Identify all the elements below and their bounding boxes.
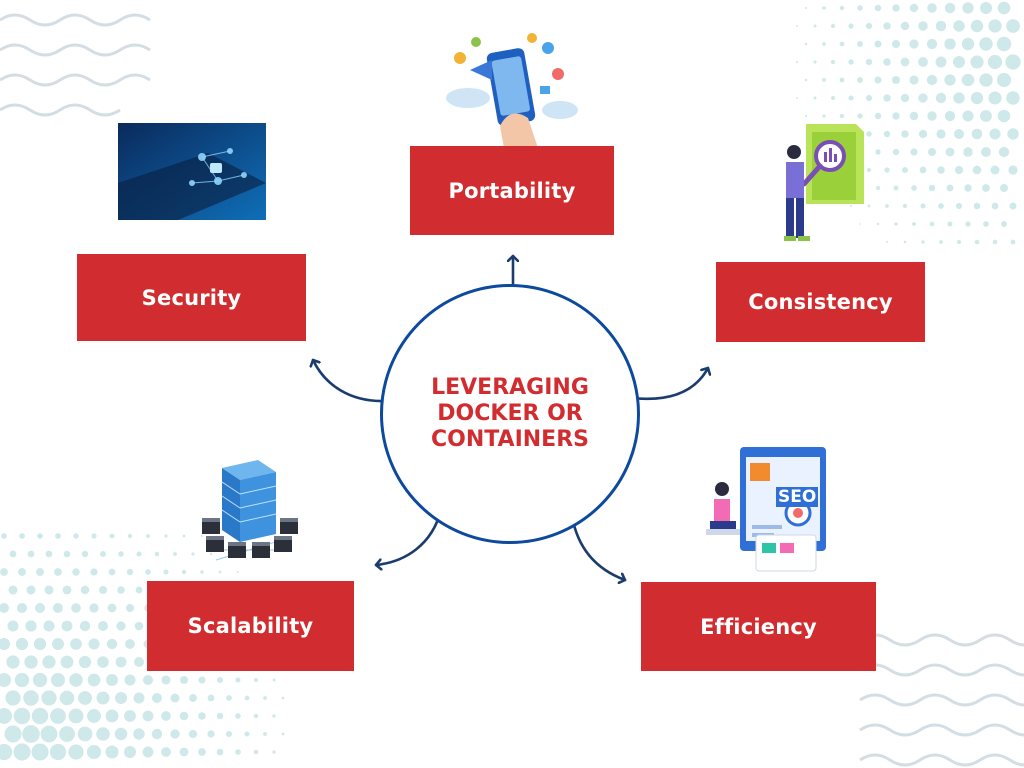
center-hub: LEVERAGING DOCKER OR CONTAINERS — [380, 284, 640, 544]
node-portability: Portability — [410, 146, 614, 235]
node-scalability-label: Scalability — [187, 614, 314, 638]
efficiency-seo-illustration: SEO — [700, 443, 830, 575]
node-consistency-label: Consistency — [748, 290, 893, 314]
arrow-to-efficiency — [570, 514, 627, 580]
consistency-analysis-illustration — [784, 124, 864, 241]
node-consistency: Consistency — [716, 262, 925, 342]
node-efficiency: Efficiency — [641, 582, 876, 671]
wave-pattern-top-left — [0, 13, 151, 117]
node-scalability: Scalability — [147, 581, 354, 671]
node-security: Security — [77, 254, 306, 341]
node-efficiency-label: Efficiency — [700, 614, 817, 639]
portability-phone-illustration — [446, 33, 578, 148]
arrow-to-scalability — [374, 508, 443, 565]
dot-pattern-top-right — [795, 1, 1021, 245]
center-hub-label: LEVERAGING DOCKER OR CONTAINERS — [431, 375, 589, 452]
security-laptop-photo — [118, 123, 266, 220]
arrow-to-security — [313, 358, 387, 403]
scalability-server-illustration — [202, 460, 298, 561]
arrow-to-consistency — [630, 366, 708, 401]
seo-label: SEO — [776, 487, 819, 507]
node-portability-label: Portability — [448, 178, 576, 203]
node-security-label: Security — [141, 285, 242, 310]
wave-pattern-bottom-right — [859, 633, 1024, 767]
